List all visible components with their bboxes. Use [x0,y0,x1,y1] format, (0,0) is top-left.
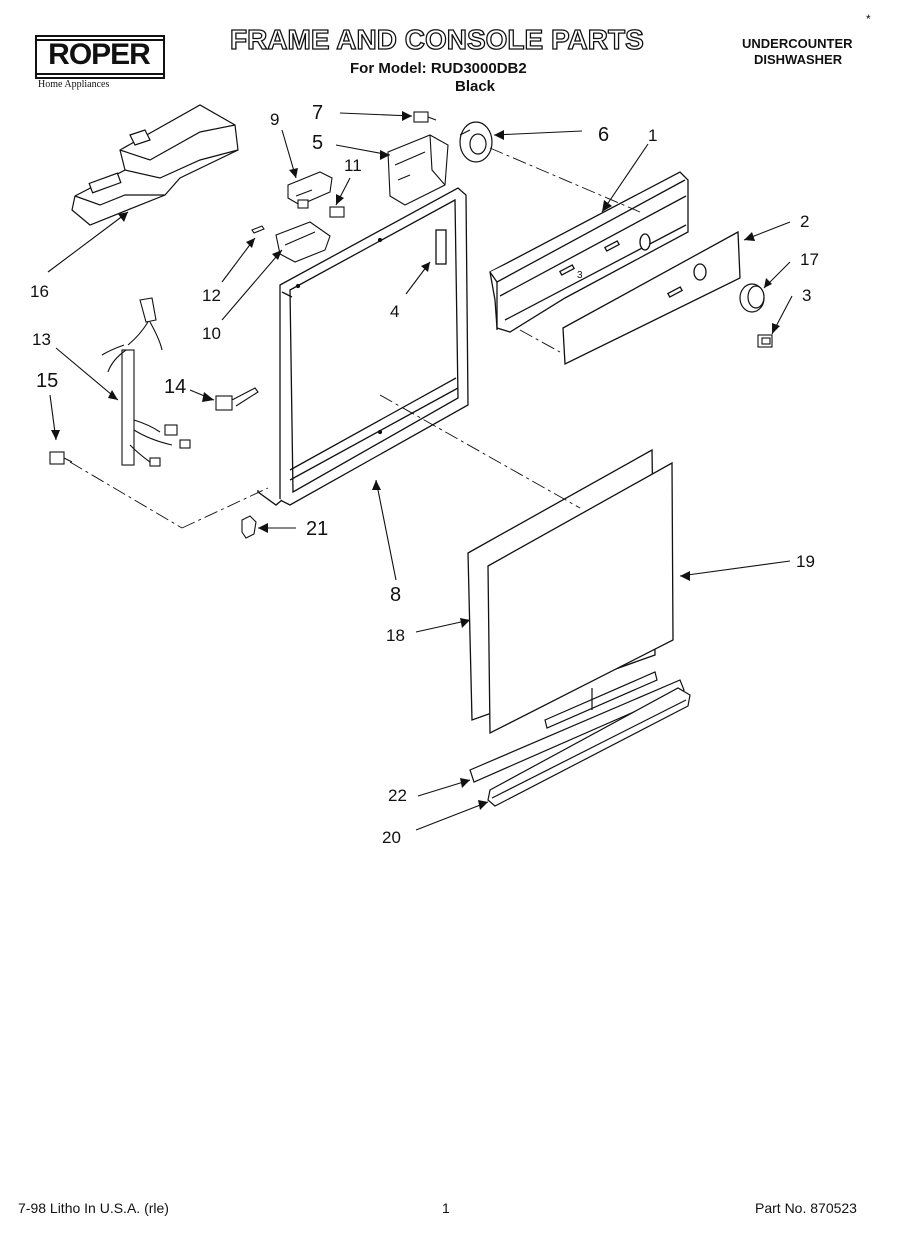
callout-18: 18 [386,626,405,645]
part-16-console-housing [71,104,239,226]
footer-part-number: Part No. 870523 [755,1200,857,1216]
model-line: For Model: RUD3000DB2 [350,60,527,77]
callout-20: 20 [382,828,401,847]
roper-logo-frame [35,35,165,79]
callout-21: 21 [306,518,329,540]
part-5-switch-assembly [387,134,449,206]
page-title: FRAME AND CONSOLE PARTS [229,23,644,55]
callout-17: 17 [800,250,819,269]
panel-mark: 3 [577,270,583,281]
appliance-type-line2: DISHWASHER [754,52,843,67]
brand-logo: ROPER [48,38,151,71]
footer-print-info: 7-98 Litho In U.S.A. (rle) [18,1200,169,1216]
part-1-console-panel [489,171,689,333]
callout-9: 9 [270,110,280,129]
part-21-clip [241,515,257,539]
assembly-lines [69,147,641,529]
part-12-pin [251,225,265,234]
arrowheads [51,111,780,810]
callout-19: 19 [796,552,815,571]
callout-6: 6 [598,124,610,146]
part-19-door-panel [487,461,674,735]
part-17-knob [739,283,765,313]
appliance-type-line1: UNDERCOUNTER [742,36,853,51]
callout-22: 22 [388,786,407,805]
callout-7: 7 [312,102,324,124]
part-10-latch [275,221,331,263]
callout-5: 5 [312,132,324,154]
callout-2: 2 [800,212,810,231]
callout-4: 4 [390,302,400,321]
callout-15: 15 [36,370,59,392]
corner-mark: * [866,12,871,26]
part-11-clip [329,206,345,218]
part-15-screw [49,451,73,465]
callout-3: 3 [802,286,812,305]
part-6-dial [459,121,493,163]
part-20-bottom-trim [487,687,691,807]
callout-14: 14 [164,376,187,398]
part-22-trim [469,671,685,783]
part-13-wire-harness [101,297,191,467]
callout-10: 10 [202,324,221,343]
part-7-screw [413,111,437,123]
callout-13: 13 [32,330,51,349]
callout-12: 12 [202,286,221,305]
footer-page-number: 1 [442,1200,450,1216]
callout-8: 8 [390,584,402,606]
color-line: Black [455,78,496,95]
brand-subtitle: Home Appliances [38,79,110,90]
part-14-plug [215,387,259,411]
part-2-console-overlay [562,230,741,366]
callout-16: 16 [30,282,49,301]
part-8-door-frame [257,187,469,506]
callout-1: 1 [648,126,658,145]
part-3-button [757,334,773,348]
part-9-bracket [287,171,333,209]
callout-11: 11 [344,156,362,175]
